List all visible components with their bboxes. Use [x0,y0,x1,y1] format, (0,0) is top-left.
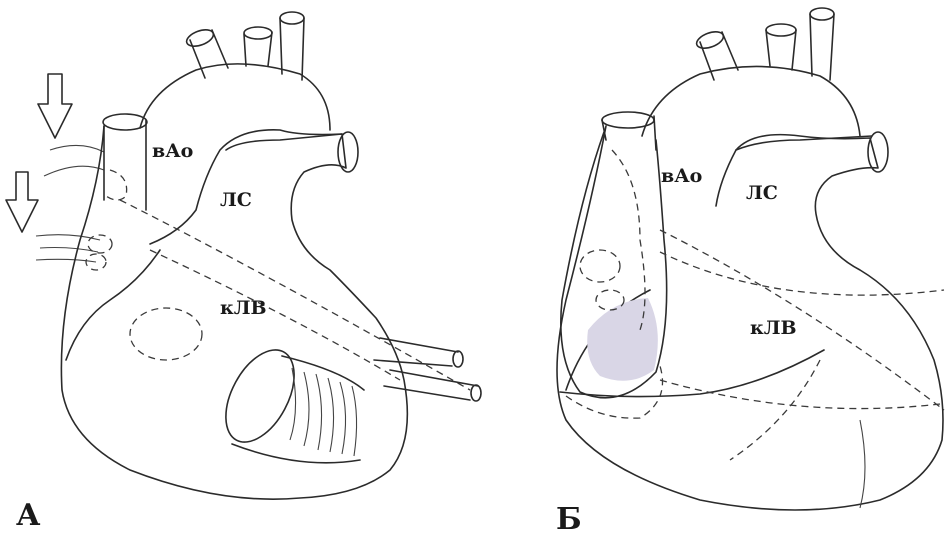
down-arrow-icon [38,74,72,138]
panel-a [6,12,481,499]
label-ls-a: ЛС [220,189,252,211]
label-vao-a: вАо [152,140,193,162]
label-klv-b: кЛВ [750,317,797,339]
panel-letter-b: Б [556,502,582,537]
panel-b [557,8,944,510]
label-ls-b: ЛС [746,182,778,204]
shaded-region [587,298,658,381]
label-klv-a: кЛВ [220,297,267,319]
valve-ring-a [212,339,364,463]
label-vao-b: вАо [661,165,702,187]
panel-letter-a: А [16,498,41,533]
down-arrow-icon [6,172,38,232]
